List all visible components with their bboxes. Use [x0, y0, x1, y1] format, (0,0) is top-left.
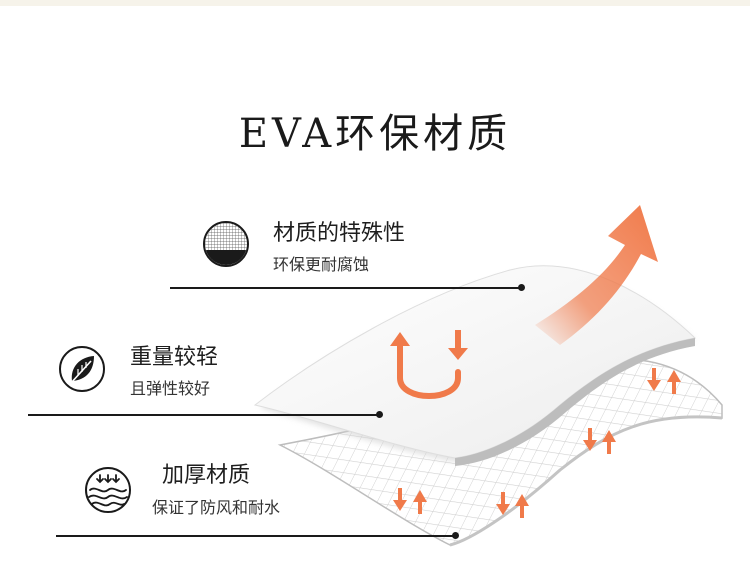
leaf-circle-icon [59, 346, 105, 392]
feature-title: 材质的特殊性 [273, 221, 406, 246]
top-band [0, 0, 750, 6]
feature-subtitle: 环保更耐腐蚀 [273, 255, 370, 274]
flex-arrow-icon [397, 342, 461, 399]
page-title: EVA环保材质 [238, 111, 512, 157]
water-drop-circle-icon [85, 467, 131, 513]
leader-dot [518, 284, 525, 291]
feature-title: 加厚材质 [162, 463, 251, 488]
leader-dot [452, 532, 459, 539]
up-down-arrows-icon [393, 368, 681, 518]
feature-subtitle: 且弹性较好 [130, 379, 211, 398]
leader-line [170, 287, 522, 289]
leader-line [56, 535, 456, 537]
mesh-circle-icon [203, 221, 249, 267]
feature-title: 重量较轻 [130, 345, 219, 370]
big-up-arrow-icon [535, 205, 658, 345]
leader-dot [376, 411, 383, 418]
leader-line [28, 414, 380, 416]
feature-subtitle: 保证了防风和耐水 [152, 498, 281, 517]
